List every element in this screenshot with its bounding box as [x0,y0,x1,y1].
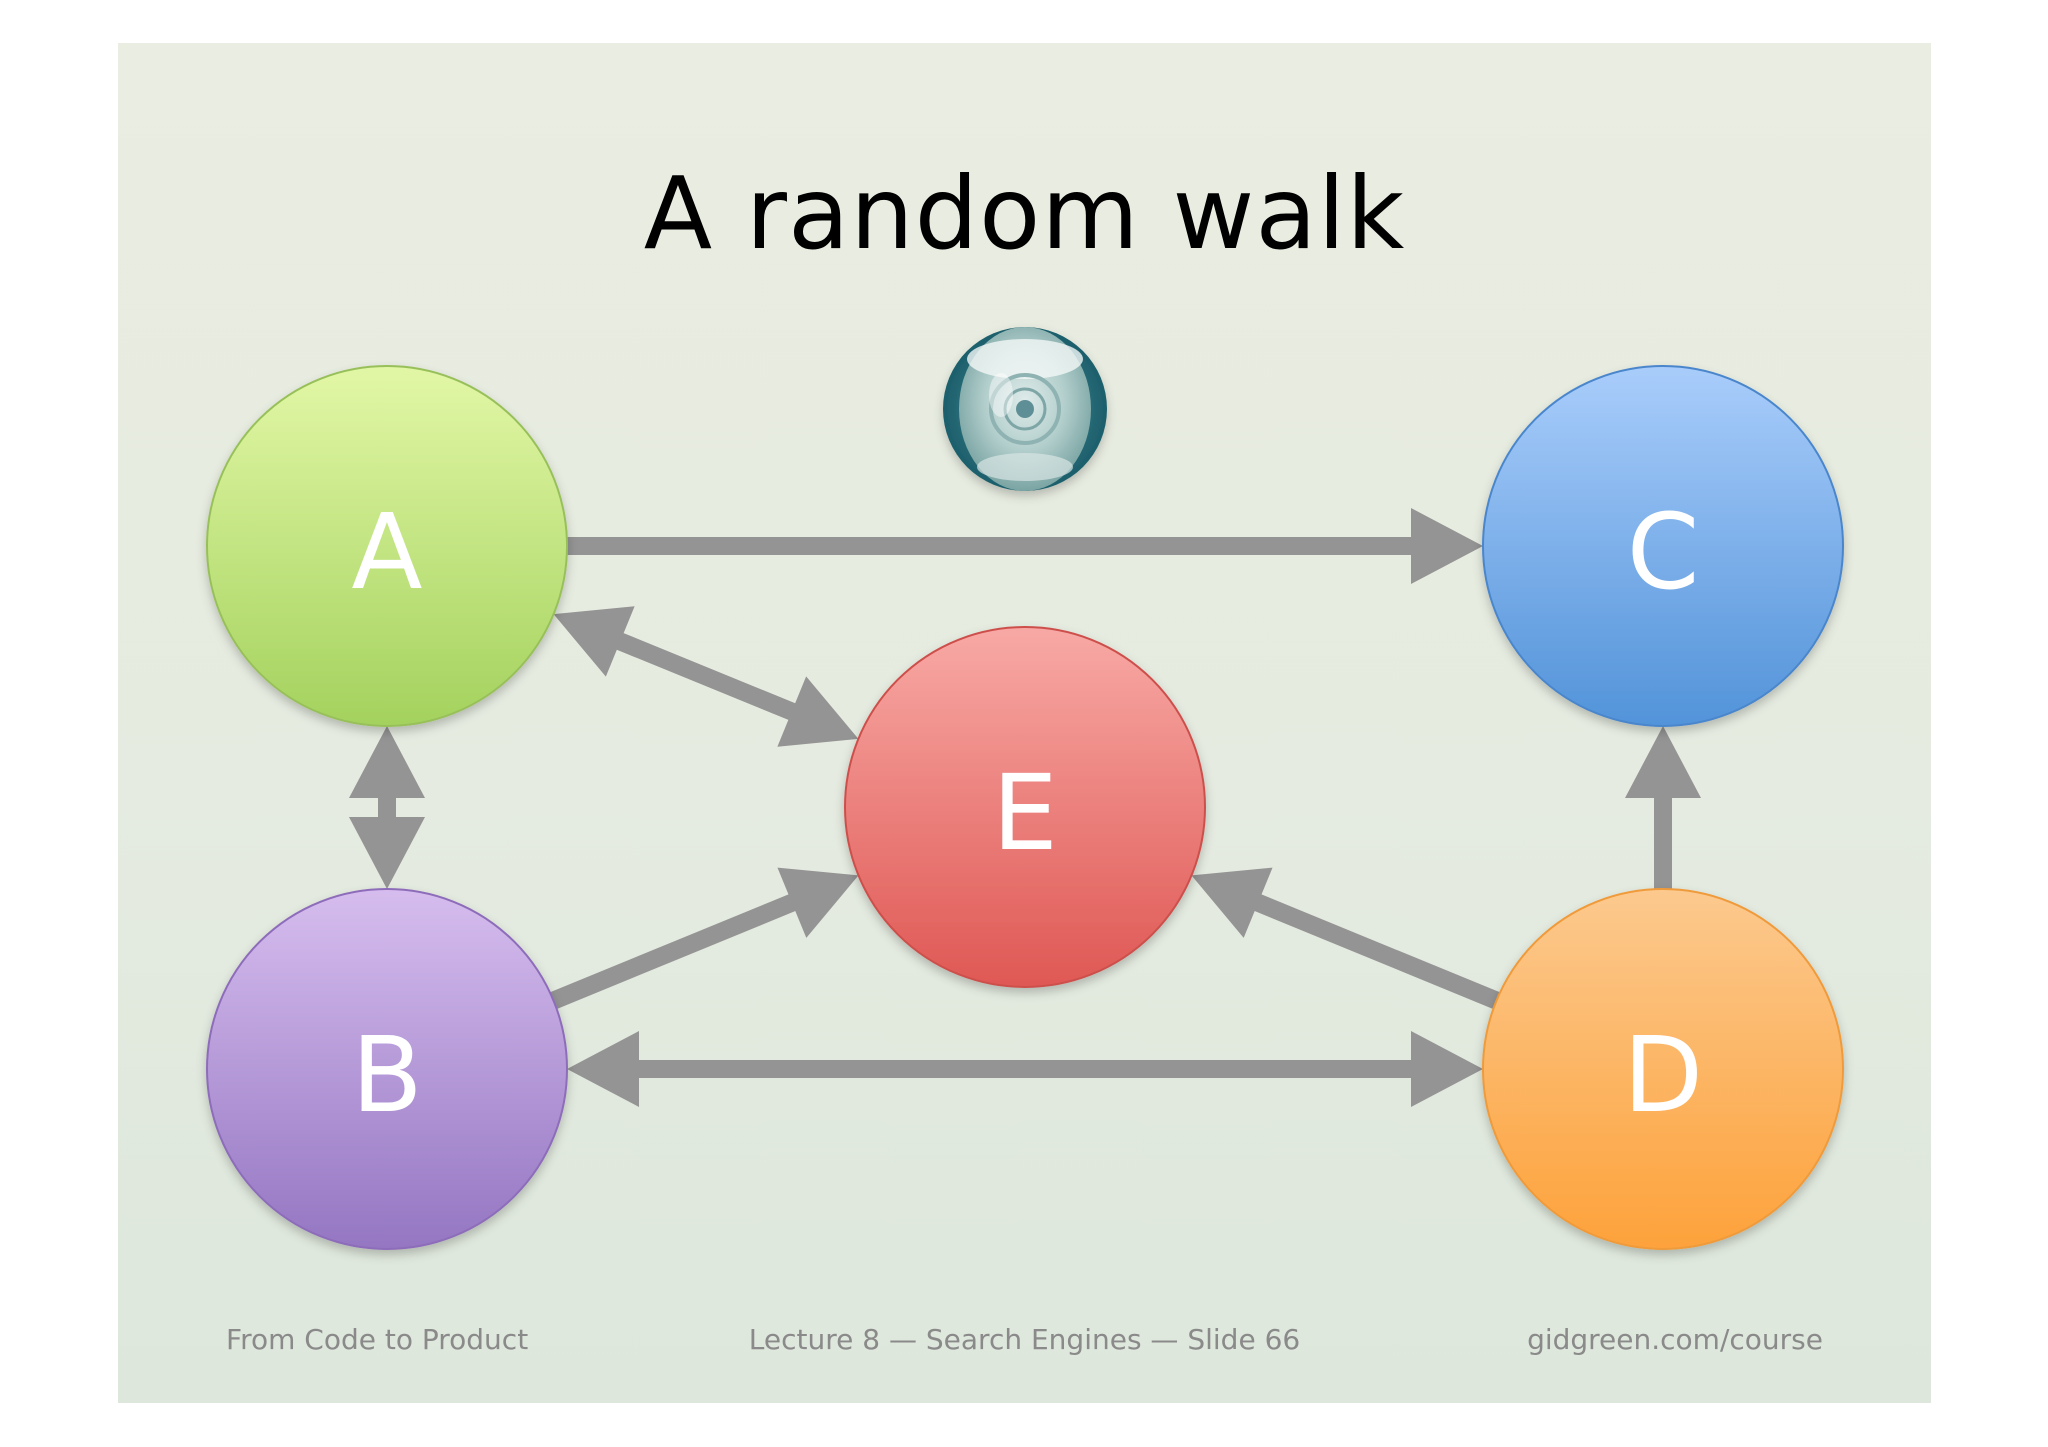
node-e-label: E [992,752,1058,874]
node-b: B [206,888,568,1250]
edges-layer [349,508,1701,1107]
node-e: E [844,626,1206,988]
edge-b-e-arrowhead [777,867,859,938]
slide: A random walk [118,43,1931,1403]
edge-d-c-arrowhead [1625,726,1701,798]
edge-a-e-line [611,630,801,723]
edge-b-e-line [550,892,801,1009]
footer-course-name: From Code to Product [226,1323,529,1356]
random-walk-diagram: A B C D E [206,327,1844,1250]
node-c: C [1482,365,1844,727]
node-b-label: B [351,1014,422,1136]
edge-b-d-arrowhead-reverse [567,1031,639,1107]
node-d: D [1482,888,1844,1250]
edge-b-d-arrowhead [1411,1031,1483,1107]
footer-website: gidgreen.com/course [1527,1323,1823,1356]
edge-a-c-arrowhead [1411,508,1483,584]
node-a: A [206,365,568,727]
edge-a-b-arrowhead [349,817,425,889]
slide-title: A random walk [643,155,1406,272]
node-c-label: C [1627,491,1700,613]
nodes-layer: A B C D E [206,365,1844,1250]
edge-a-b-arrowhead-reverse [349,726,425,798]
mouse-ball-icon [943,327,1107,491]
node-a-label: A [351,491,422,613]
node-d-label: D [1623,1014,1703,1136]
edge-a-e-arrowhead-reverse [553,606,635,677]
edge-d-e-line [1249,892,1500,1009]
footer-slide-info: Lecture 8 — Search Engines — Slide 66 [748,1323,1301,1356]
edge-d-e-arrowhead [1191,867,1273,938]
edge-a-e-arrowhead [777,676,859,747]
